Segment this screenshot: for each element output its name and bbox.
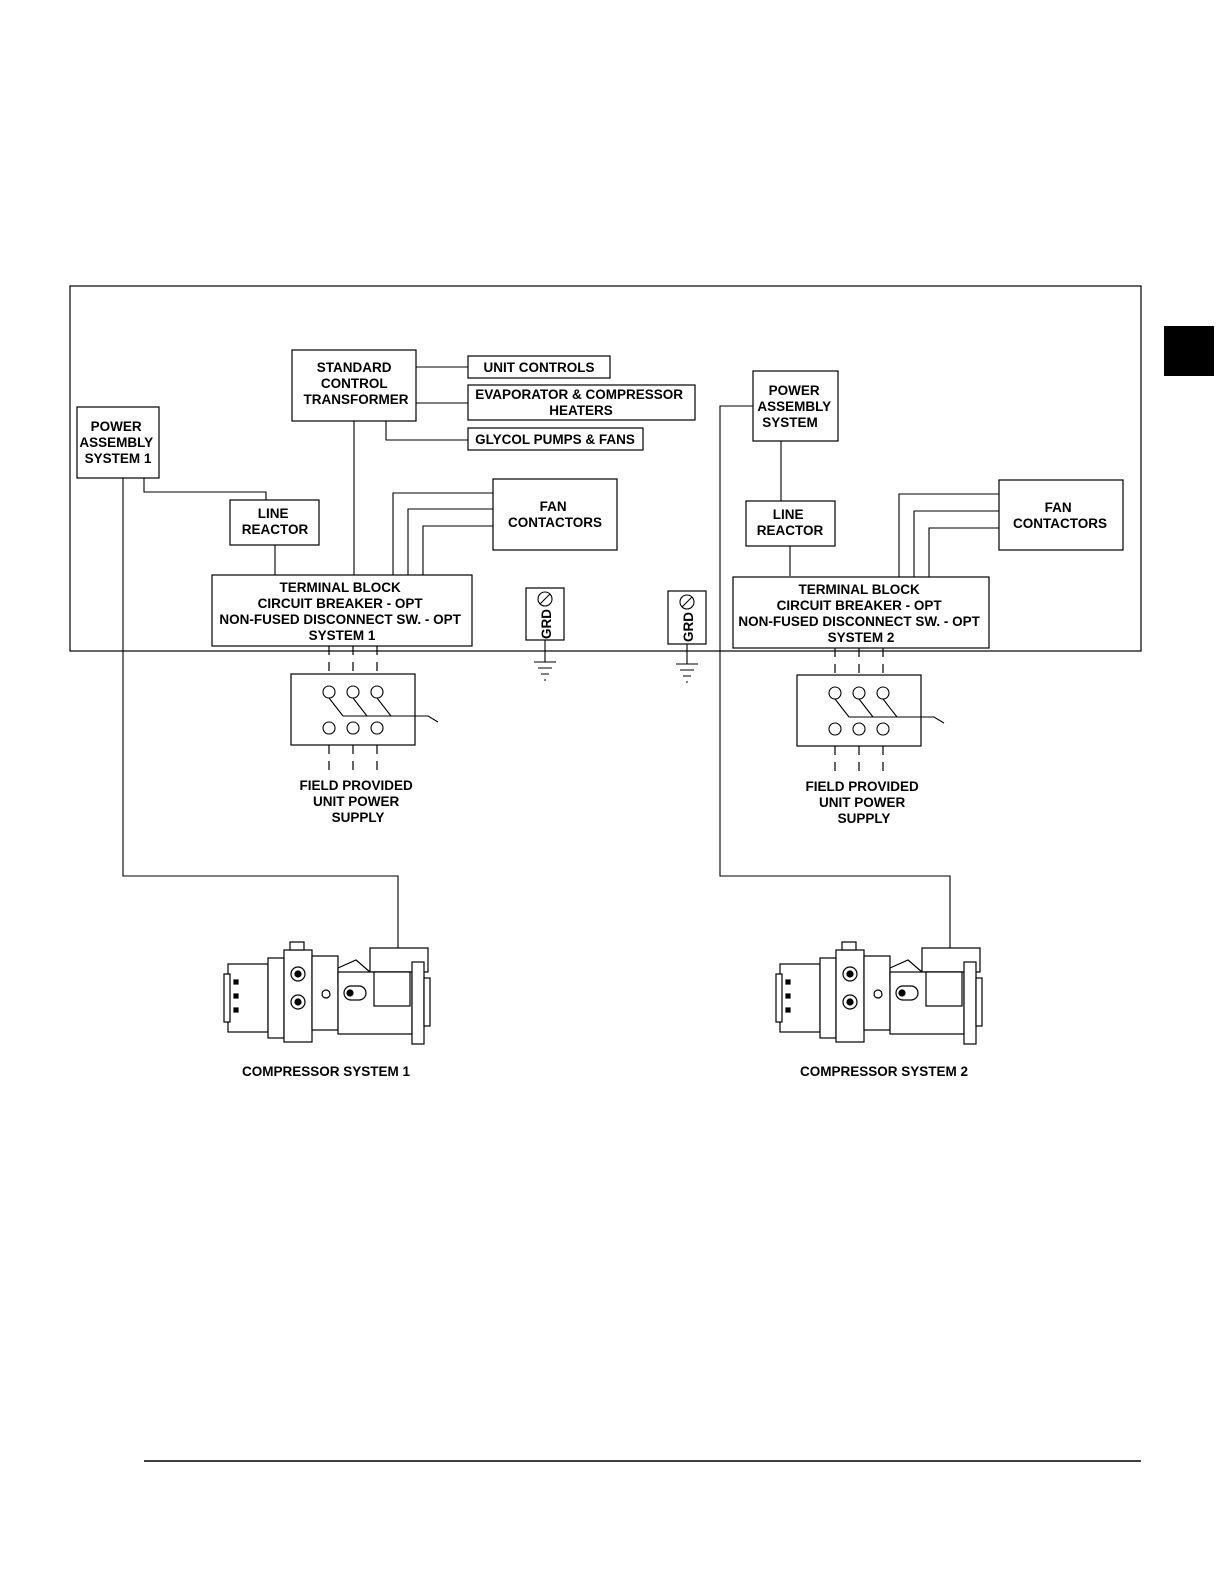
control-transformer-line-3: TRANSFORMER	[304, 392, 409, 407]
terminal-block-1-line-4: SYSTEM 1	[309, 628, 376, 643]
evaporator-heaters-line-1: EVAPORATOR & COMPRESSOR	[475, 387, 683, 402]
fan-contactors-2-wires	[898, 493, 999, 577]
evaporator-heaters-line-2: HEATERS	[549, 403, 613, 418]
svg-text:FAN CONTACTORS: FAN CONTACTORS	[1013, 500, 1107, 531]
reactor-2-link	[780, 441, 791, 576]
svg-text:LINE REACTOR: LINE REACTOR	[757, 507, 824, 538]
evaporator-heaters-box	[467, 384, 696, 421]
svg-text:GLYCOL PUMPS & FANS: GLYCOL PUMPS & FANS	[475, 432, 635, 447]
line-reactor-1-box	[229, 499, 320, 546]
fan-contactors-1-box	[492, 478, 618, 551]
terminal-block-1-box	[211, 574, 473, 647]
field-supply-2-line-1: FIELD PROVIDED	[805, 779, 919, 794]
fan-contactors-1-wires	[353, 421, 493, 575]
power-assembly-2-line-3: SYSTEM	[762, 415, 818, 430]
glycol-pumps-label: GLYCOL PUMPS & FANS	[475, 432, 635, 447]
line-reactor-2-line-1: LINE	[773, 507, 804, 522]
svg-text:STANDARD CONTROL TRANS: STANDARD CONTROL TRANSFORMER	[304, 360, 409, 407]
svg-text:FIELD PROVIDED UNIT POWER: FIELD PROVIDED UNIT POWER SUPPLY	[299, 778, 416, 825]
terminal-block-2-line-1: TERMINAL BLOCK	[798, 582, 919, 597]
compressor-1-icon	[223, 941, 431, 1045]
reactor-1-link	[143, 478, 276, 575]
transformer-feed-lines	[385, 366, 468, 441]
terminal-block-1-line-2: CIRCUIT BREAKER - OPT	[258, 596, 424, 611]
field-supply-1-line-2: UNIT POWER	[313, 794, 399, 809]
compressor-1-label: COMPRESSOR SYSTEM 1	[242, 1064, 411, 1079]
unit-enclosure	[69, 285, 1142, 652]
field-disconnect-1-terminals	[322, 685, 439, 735]
control-transformer-line-2: CONTROL	[321, 376, 388, 391]
field-supply-1-line-1: FIELD PROVIDED	[299, 778, 413, 793]
fan-contactors-2-line-2: CONTACTORS	[1013, 516, 1107, 531]
ground-2-symbol-icon	[676, 644, 698, 683]
power-assembly-1-line-3: SYSTEM 1	[85, 451, 152, 466]
control-transformer-box	[291, 349, 417, 422]
svg-text:COMPRESSOR SYSTEM 1: COMPRESSOR SYSTEM 1	[242, 1064, 411, 1079]
terminal-block-1-line-1: TERMINAL BLOCK	[279, 580, 400, 595]
fan-contactors-2-line-1: FAN	[1045, 500, 1072, 515]
compressor-2-feed	[719, 405, 951, 948]
power-assembly-2-box	[752, 370, 839, 442]
fan-contactors-1-line-1: FAN	[540, 499, 567, 514]
ground-1-symbol-icon	[534, 640, 556, 681]
compressor-1-feed	[122, 478, 399, 948]
compressor-2-label: COMPRESSOR SYSTEM 2	[800, 1064, 968, 1079]
field-disconnect-2-terminals	[828, 686, 945, 736]
section-tab	[1164, 326, 1214, 376]
ground-2-label: GRD	[681, 612, 696, 642]
line-reactor-2-line-2: REACTOR	[757, 523, 824, 538]
svg-text:LINE REACTOR: LINE REACTOR	[242, 506, 309, 537]
svg-text:TERMINAL BLOCK CIRCUIT BRE: TERMINAL BLOCK CIRCUIT BREAKER - OPT NON…	[738, 582, 983, 645]
terminal-block-2-line-4: SYSTEM 2	[828, 630, 895, 645]
fan-contactors-2-box	[998, 479, 1124, 551]
svg-text:GRD: GRD	[539, 609, 554, 639]
power-assembly-2-line-2: ASSEMBLY	[757, 399, 831, 414]
svg-text:COMPRESSOR SYSTEM 2: COMPRESSOR SYSTEM 2	[800, 1064, 968, 1079]
svg-text:FAN CONTACTORS: FAN CONTACTORS	[508, 499, 602, 530]
svg-text:GRD: GRD	[681, 612, 696, 642]
field-supply-1-line-3: SUPPLY	[332, 810, 385, 825]
power-assembly-1-line-2: ASSEMBLY	[79, 435, 153, 450]
svg-text:UNIT CONTROLS: UNIT CONTROLS	[484, 360, 595, 375]
terminal-block-2-line-3: NON-FUSED DISCONNECT SW. - OPT	[738, 614, 980, 629]
compressor-2-icon	[775, 941, 983, 1045]
unit-controls-label: UNIT CONTROLS	[484, 360, 595, 375]
svg-text:FIELD PROVIDED UNIT POWER: FIELD PROVIDED UNIT POWER SUPPLY	[805, 779, 922, 826]
svg-text:TERMINAL BLOCK CIRCUIT BRE: TERMINAL BLOCK CIRCUIT BREAKER - OPT NON…	[219, 580, 464, 643]
control-transformer-line-1: STANDARD	[317, 360, 392, 375]
svg-text:EVAPORATOR & COMPRESSOR HE: EVAPORATOR & COMPRESSOR HEATERS	[475, 387, 687, 418]
svg-text:POWER ASSEMBLY SYSTEM: POWER ASSEMBLY SYSTEM 1	[79, 419, 156, 466]
terminal-block-1-line-3: NON-FUSED DISCONNECT SW. - OPT	[219, 612, 461, 627]
ground-1-label: GRD	[539, 609, 554, 639]
field-supply-2-line-3: SUPPLY	[838, 811, 891, 826]
terminal-block-2-box	[732, 576, 990, 649]
line-reactor-1-line-2: REACTOR	[242, 522, 309, 537]
glycol-pumps-box	[467, 427, 644, 451]
power-assembly-1-line-1: POWER	[91, 419, 142, 434]
line-reactor-1-line-1: LINE	[258, 506, 289, 521]
terminal-block-2-line-2: CIRCUIT BREAKER - OPT	[777, 598, 943, 613]
svg-text:POWER ASSEMBLY SYSTEM: POWER ASSEMBLY SYSTEM	[757, 383, 834, 430]
power-assembly-2-line-1: POWER	[769, 383, 820, 398]
fan-contactors-1-line-2: CONTACTORS	[508, 515, 602, 530]
field-supply-2-line-2: UNIT POWER	[819, 795, 905, 810]
power-assembly-1-box	[76, 406, 160, 479]
